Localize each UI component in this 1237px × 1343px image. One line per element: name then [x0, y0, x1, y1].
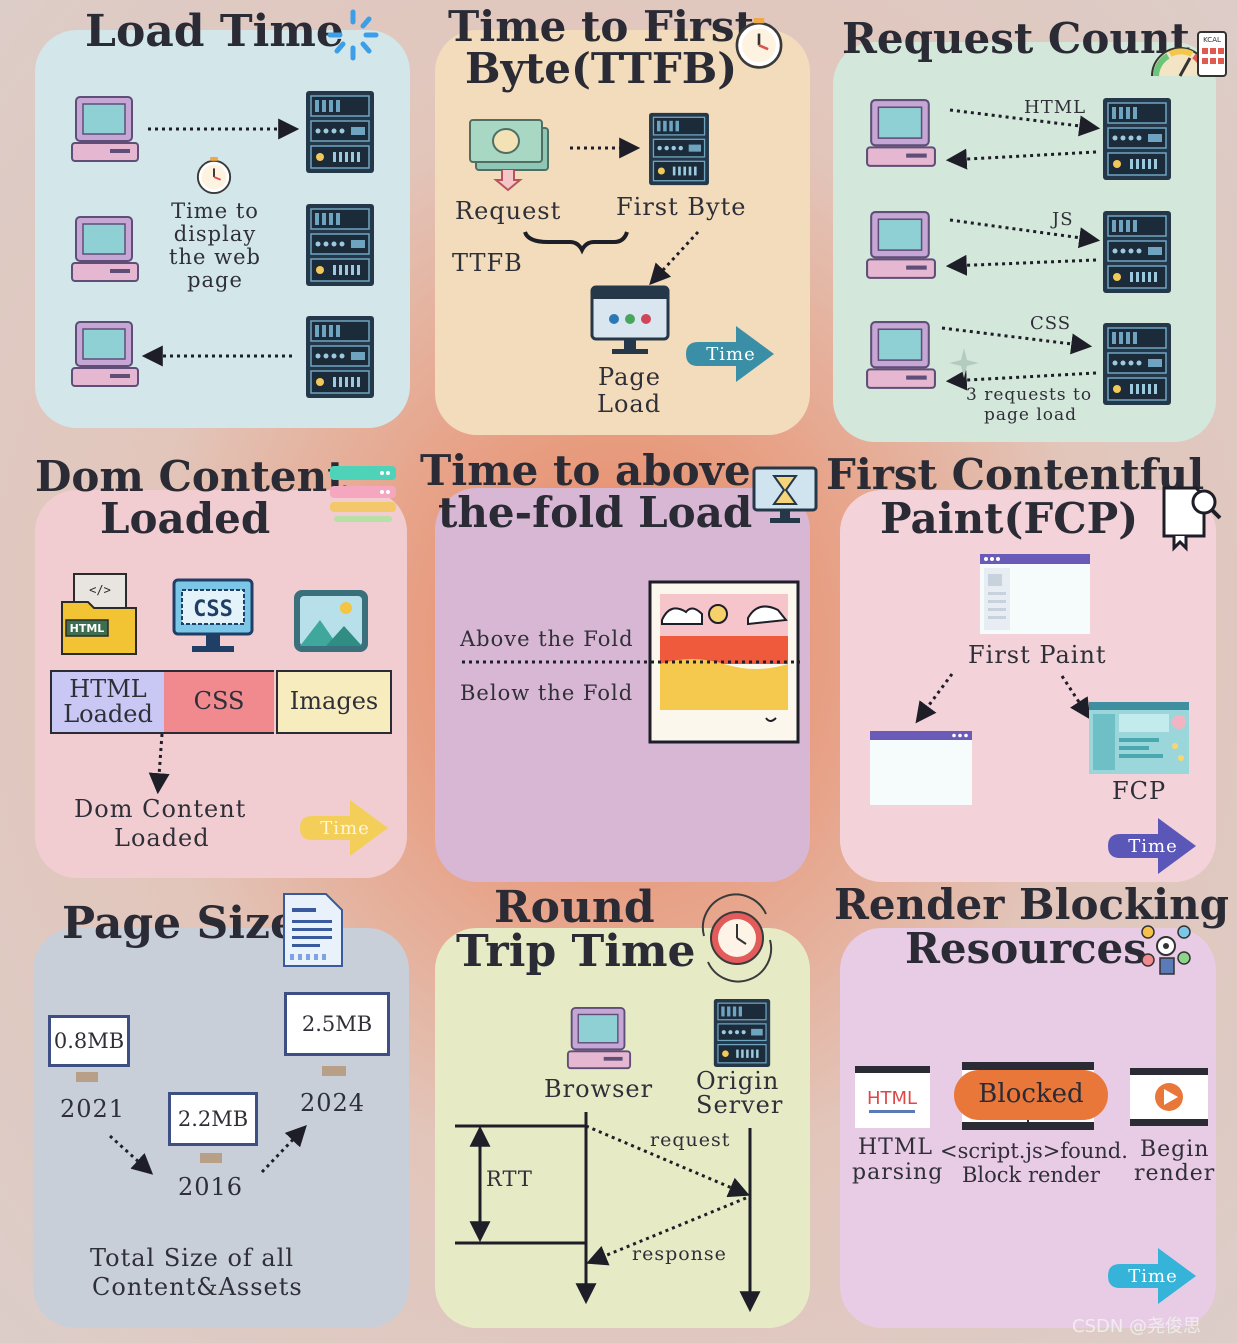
browser-window-icon [980, 554, 1090, 634]
monitor-stand [76, 1072, 98, 1082]
render-title-line2: Resources [905, 924, 1147, 973]
above-fold-label: Above the Fold [460, 627, 634, 651]
rtt-title-line2: Trip Time [456, 926, 696, 977]
ttfb-page-load-line2: Load [597, 390, 662, 418]
year-2024: 2024 [300, 1089, 366, 1117]
html-parsing-line1: HTML [858, 1135, 933, 1160]
request-html-label: HTML [1024, 97, 1087, 118]
document-search-icon [1162, 486, 1222, 552]
loading-bars-icon [330, 466, 396, 522]
render-title-line1: Render Blocking [834, 880, 1230, 929]
request-caption-line1: 3 requests to [966, 385, 1093, 405]
css-monitor-icon: CSS [172, 578, 254, 652]
svg-text:HTML: HTML [867, 1088, 917, 1109]
rtt-origin-line1: Origin [696, 1067, 780, 1095]
year-2021: 2021 [60, 1095, 126, 1123]
gears-building-icon [1141, 925, 1191, 975]
script-found-line1: <script.js>found. [940, 1139, 1128, 1163]
year-2016: 2016 [178, 1173, 244, 1201]
page-size-caption-line1: Total Size of all [90, 1244, 295, 1272]
css-box: CSS [164, 670, 274, 734]
request-js-label: JS [1052, 209, 1074, 230]
time-arrow: Time [686, 322, 776, 386]
time-arrow: Time [1108, 1244, 1198, 1308]
first-paint-label: First Paint [968, 641, 1107, 669]
play-window-icon [1130, 1068, 1208, 1126]
load-time-title: Load Time [85, 6, 344, 57]
below-fold-label: Below the Fold [460, 681, 634, 705]
begin-render-line2: render [1134, 1161, 1216, 1186]
svg-text:CSS: CSS [193, 597, 233, 622]
size-box-2024: 2.5MB [284, 992, 390, 1056]
rtt-request-label: request [650, 1129, 731, 1151]
scale-gauge-icon: KCAL [1151, 31, 1227, 77]
fcp-window-icon [1089, 702, 1189, 774]
rtt-title-line1: Round [494, 882, 655, 933]
images-box: Images [276, 670, 392, 734]
svg-text:HTML: HTML [70, 622, 105, 635]
dom-caption-line2: Loaded [114, 824, 210, 852]
begin-render-line1: Begin [1140, 1137, 1210, 1162]
size-box-2016: 2.2MB [168, 1092, 258, 1146]
time-arrow: Time [1108, 814, 1198, 878]
page-size-caption-line2: Content&Assets [92, 1273, 303, 1301]
html-window-icon: HTML [855, 1066, 930, 1128]
watermark: CSDN @尧俊思 [1072, 1316, 1202, 1337]
ttfb-first-byte-label: First Byte [616, 193, 747, 221]
dom-title-line1: Dom Content [35, 452, 347, 501]
fcp-title-line2: Paint(FCP) [880, 494, 1139, 543]
monitor-stand [200, 1153, 222, 1163]
page-size-title: Page Size [62, 898, 298, 949]
fcp-label: FCP [1112, 777, 1167, 805]
fold-title-line2: the-fold Load [438, 488, 753, 537]
html-parsing-line2: parsing [852, 1160, 944, 1185]
loading-spinner-icon [327, 9, 379, 61]
rtt-panel [435, 928, 810, 1328]
hourglass-monitor-icon [752, 466, 818, 523]
fcp-title-line1: First Contentful [826, 450, 1205, 499]
ttfb-request-label: Request [455, 197, 562, 225]
request-css-label: CSS [1030, 313, 1072, 334]
ttfb-page-load-line1: Page [598, 363, 661, 391]
dom-caption-line1: Dom Content [74, 795, 247, 823]
size-box-2021: 0.8MB [48, 1015, 130, 1067]
fold-title-line1: Time to above- [420, 446, 769, 495]
landscape-picture-icon [648, 580, 800, 744]
ttfb-label: TTFB [452, 249, 523, 277]
rtt-label: RTT [486, 1167, 533, 1191]
blank-window-icon [870, 731, 972, 805]
ttfb-title-line2: Byte(TTFB) [465, 44, 738, 93]
script-found-line2: Block render [962, 1163, 1100, 1187]
monitor-stand [322, 1066, 346, 1076]
request-count-title: Request Count [842, 14, 1190, 63]
alarm-clock-icon [701, 893, 773, 983]
monitor-icon [590, 285, 670, 354]
html-folder-icon: </> HTML [61, 573, 137, 655]
load-time-caption: Time to display the web page [169, 199, 261, 293]
image-icon [294, 590, 368, 652]
svg-text:</>: </> [89, 583, 111, 597]
rtt-browser-label: Browser [544, 1075, 654, 1103]
money-icon [469, 119, 549, 192]
svg-text:KCAL: KCAL [1203, 36, 1221, 44]
time-arrow: Time [300, 796, 390, 860]
document-list-icon [283, 893, 343, 967]
request-caption-line2: page load [984, 405, 1078, 425]
ttfb-title-line1: Time to First [448, 2, 754, 51]
dom-title-line2: Loaded [100, 494, 271, 543]
rtt-origin-line2: Server [696, 1091, 784, 1119]
blocked-badge: Blocked [954, 1070, 1108, 1120]
rtt-response-label: response [632, 1243, 727, 1265]
